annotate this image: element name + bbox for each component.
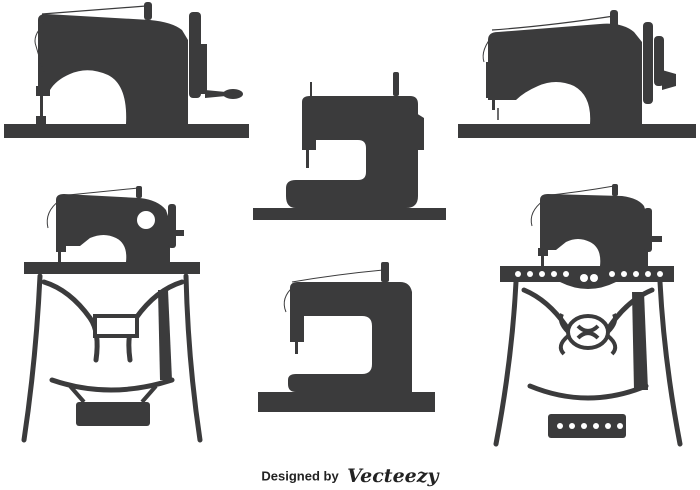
designer-credit: Designed by Vecteezy — [0, 465, 700, 487]
treadle-machine-ornate — [493, 184, 683, 447]
treadle-pedal — [76, 402, 150, 426]
compact-machine-2 — [258, 262, 435, 412]
machine-body — [286, 96, 418, 208]
machine-base — [253, 208, 446, 220]
ornate-apron — [515, 271, 663, 282]
hand-crank-machine-1 — [4, 2, 249, 138]
ornate-scroll — [558, 313, 618, 356]
treadle-machine-simple — [21, 186, 203, 443]
machine-body — [56, 194, 170, 262]
brand-logo: Vecteezy — [347, 465, 439, 487]
table-top — [500, 266, 674, 282]
machine-body — [288, 282, 412, 392]
machine-body — [38, 14, 188, 124]
machine-body — [488, 23, 642, 125]
machine-base — [4, 124, 249, 138]
machine-body — [540, 194, 648, 266]
credit-prefix: Designed by — [261, 468, 339, 484]
machine-base — [458, 124, 696, 138]
hand-crank-machine-2 — [458, 10, 696, 138]
compact-machine-1 — [253, 72, 446, 220]
table-top — [24, 262, 200, 274]
machine-base — [258, 392, 435, 412]
